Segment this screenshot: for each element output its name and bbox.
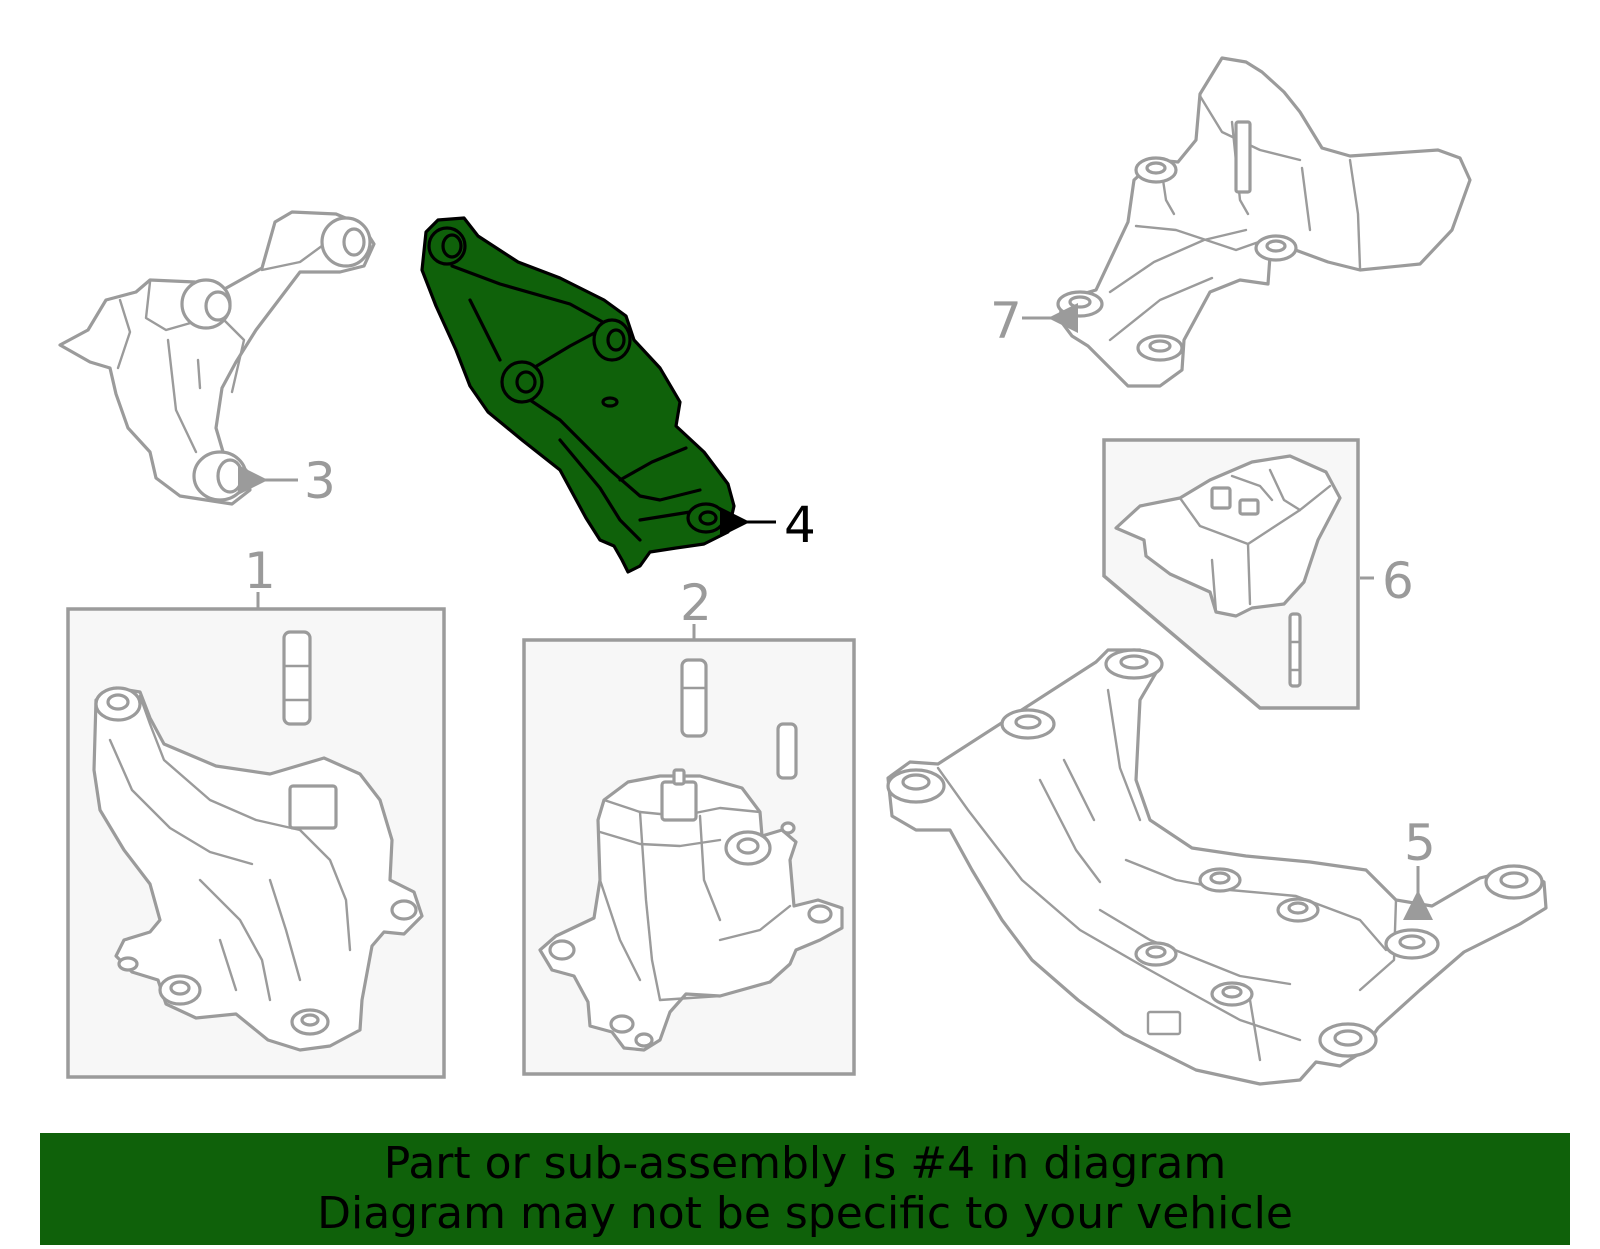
callout-7[interactable]: 7 (990, 292, 1078, 350)
banner-line-2: Diagram may not be specific to your vehi… (317, 1188, 1293, 1239)
part-4-bracket[interactable] (420, 216, 736, 574)
callout-6[interactable]: 6 (1360, 552, 1414, 610)
part-7-bracket[interactable] (1056, 56, 1472, 388)
callout-7-label: 7 (990, 292, 1022, 350)
callout-3-label: 3 (304, 452, 336, 510)
callout-1[interactable]: 1 (244, 542, 276, 609)
callout-1-label: 1 (244, 542, 276, 600)
callout-2-label: 2 (680, 574, 712, 632)
callout-6-label: 6 (1382, 552, 1414, 610)
callout-2[interactable]: 2 (680, 574, 712, 640)
part-5-subframe[interactable] (886, 648, 1548, 1086)
part-3-bracket[interactable] (58, 210, 376, 506)
callout-3[interactable]: 3 (238, 452, 336, 510)
part-1-mount[interactable] (66, 607, 446, 1079)
callout-4[interactable]: 4 (720, 496, 816, 554)
callout-4-label: 4 (784, 496, 816, 554)
callout-5[interactable]: 5 (1403, 814, 1436, 920)
info-banner: Part or sub-assembly is #4 in diagram Di… (40, 1133, 1570, 1245)
banner-line-1: Part or sub-assembly is #4 in diagram (383, 1138, 1227, 1189)
callout-5-label: 5 (1404, 814, 1436, 872)
part-6-mount[interactable] (1102, 438, 1360, 710)
part-2-mount[interactable] (522, 638, 856, 1076)
